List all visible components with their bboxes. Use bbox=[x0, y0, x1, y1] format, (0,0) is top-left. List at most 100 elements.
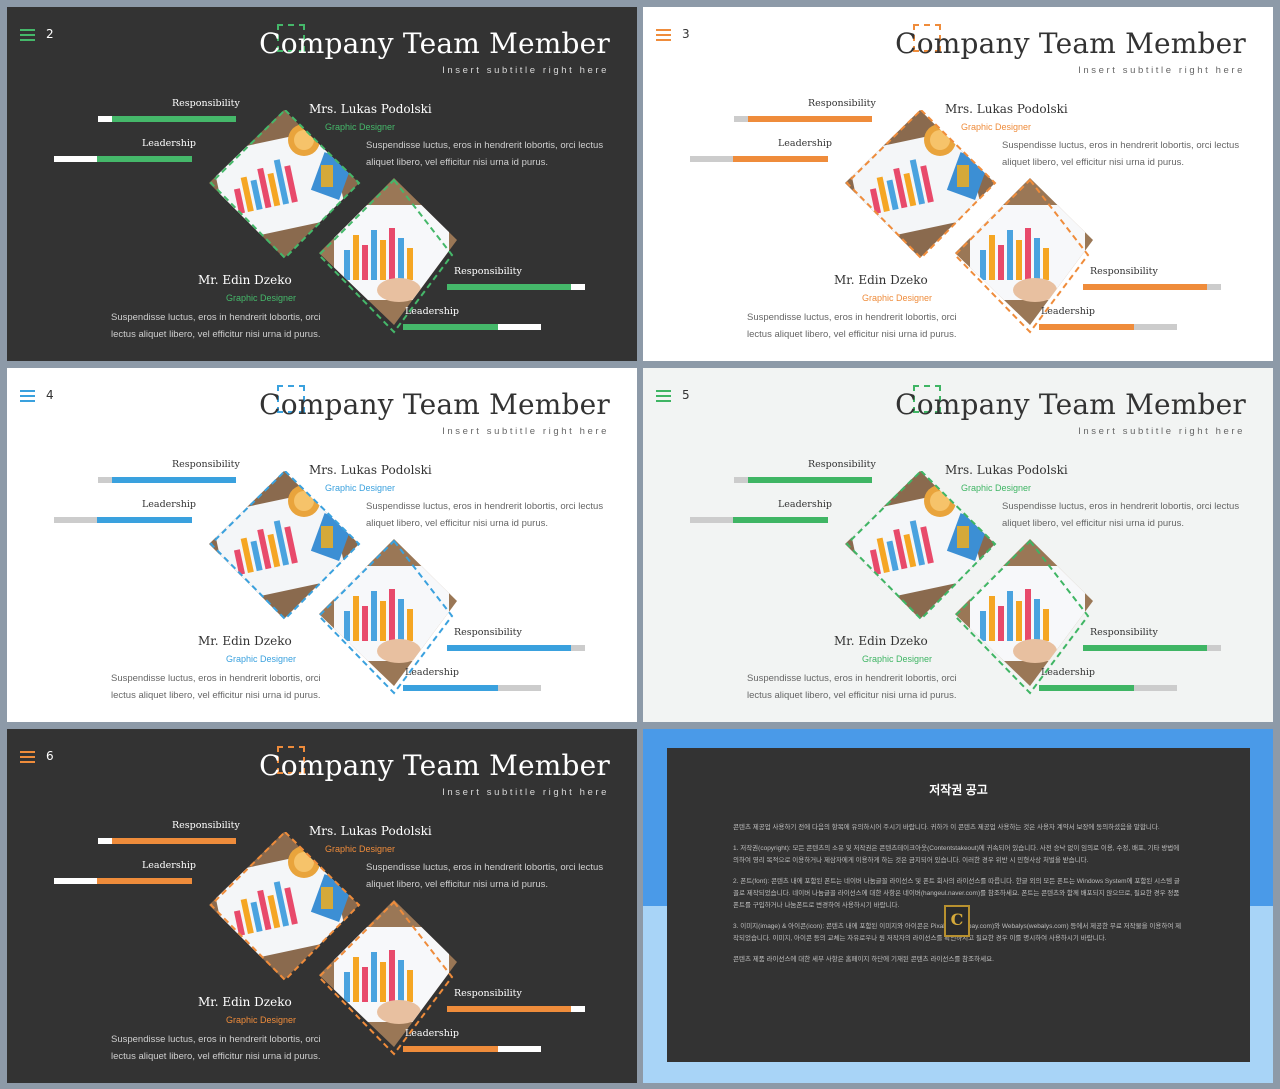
responsibility-bar bbox=[1083, 284, 1221, 290]
leadership-bar bbox=[690, 517, 828, 523]
member-name: Mr. Edin Dzeko bbox=[198, 273, 292, 287]
member-name: Mrs. Lukas Podolski bbox=[945, 102, 1068, 116]
slide-title: Company Team Member bbox=[895, 388, 1246, 421]
leadership-label: Leadership bbox=[405, 667, 459, 678]
leadership-bar bbox=[1039, 324, 1177, 330]
responsibility-bar-fill bbox=[112, 838, 236, 844]
leadership-bar bbox=[403, 685, 541, 691]
copyright-title: 저작권 공고 bbox=[929, 783, 988, 797]
menu-icon[interactable] bbox=[20, 29, 35, 41]
member-description: Suspendisse luctus, eros in hendrerit lo… bbox=[111, 673, 321, 701]
member-role: Graphic Designer bbox=[226, 654, 297, 664]
leadership-label: Leadership bbox=[405, 1028, 459, 1039]
title-accent-box bbox=[913, 385, 941, 413]
member-name: Mrs. Lukas Podolski bbox=[945, 463, 1068, 477]
member-description: Suspendisse luctus, eros in hendrerit lo… bbox=[1002, 501, 1240, 529]
responsibility-bar-fill bbox=[748, 477, 872, 483]
member-description: Suspendisse luctus, eros in hendrerit lo… bbox=[1002, 140, 1240, 168]
page-number: 2 bbox=[46, 27, 54, 41]
menu-icon[interactable] bbox=[20, 390, 35, 402]
team-slide: 4 Company Team Member Insert subtitle ri… bbox=[7, 368, 637, 722]
leadership-label: Leadership bbox=[142, 138, 196, 149]
responsibility-label: Responsibility bbox=[172, 820, 240, 831]
title-accent-box bbox=[277, 746, 305, 774]
leadership-bar-fill bbox=[733, 517, 828, 523]
slide-title: Company Team Member bbox=[259, 388, 610, 421]
member-name: Mrs. Lukas Podolski bbox=[309, 824, 432, 838]
slide-title: Company Team Member bbox=[259, 749, 610, 782]
member-role: Graphic Designer bbox=[325, 844, 396, 854]
leadership-label: Leadership bbox=[1041, 306, 1095, 317]
responsibility-label: Responsibility bbox=[1090, 627, 1158, 638]
team-slide: 6 Company Team Member Insert subtitle ri… bbox=[7, 729, 637, 1083]
responsibility-bar bbox=[447, 645, 585, 651]
leadership-label: Leadership bbox=[778, 499, 832, 510]
leadership-bar-fill bbox=[733, 156, 828, 162]
member-description: Suspendisse luctus, eros in hendrerit lo… bbox=[366, 862, 604, 890]
leadership-bar-fill bbox=[97, 517, 192, 523]
copyright-paragraph: 1. 저작권(copyright): 모든 콘텐츠의 소유 및 저작권은 콘텐츠… bbox=[733, 845, 1180, 864]
slide-subtitle: Insert subtitle right here bbox=[442, 787, 609, 798]
responsibility-bar bbox=[734, 477, 872, 483]
slide-subtitle: Insert subtitle right here bbox=[1078, 65, 1245, 76]
slide-title: Company Team Member bbox=[895, 27, 1246, 60]
copyright-body: 콘텐츠 제공업 사용하기 전에 다음의 항목에 유의하시어 주시기 바랍니다. … bbox=[733, 822, 1185, 975]
copyright-panel: 저작권 공고 콘텐츠 제공업 사용하기 전에 다음의 항목에 유의하시어 주시기… bbox=[667, 748, 1250, 1062]
member-description: Suspendisse luctus, eros in hendrerit lo… bbox=[111, 1034, 321, 1062]
leadership-label: Leadership bbox=[1041, 667, 1095, 678]
responsibility-bar bbox=[447, 284, 585, 290]
leadership-bar-fill bbox=[97, 878, 192, 884]
responsibility-label: Responsibility bbox=[172, 459, 240, 470]
menu-icon[interactable] bbox=[656, 390, 671, 402]
leadership-label: Leadership bbox=[778, 138, 832, 149]
responsibility-bar-fill bbox=[748, 116, 872, 122]
member-role: Graphic Designer bbox=[226, 293, 297, 303]
leadership-bar bbox=[403, 324, 541, 330]
title-accent-box bbox=[277, 24, 305, 52]
slide-subtitle: Insert subtitle right here bbox=[442, 426, 609, 437]
member-name: Mr. Edin Dzeko bbox=[198, 995, 292, 1009]
member-description: Suspendisse luctus, eros in hendrerit lo… bbox=[747, 312, 957, 340]
responsibility-bar-fill bbox=[112, 477, 236, 483]
title-accent-box bbox=[277, 385, 305, 413]
responsibility-bar bbox=[98, 838, 236, 844]
menu-icon[interactable] bbox=[20, 751, 35, 763]
responsibility-label: Responsibility bbox=[454, 266, 522, 277]
responsibility-label: Responsibility bbox=[1090, 266, 1158, 277]
page-number: 5 bbox=[682, 388, 690, 402]
responsibility-label: Responsibility bbox=[808, 459, 876, 470]
responsibility-bar-fill bbox=[447, 1006, 571, 1012]
leadership-bar bbox=[690, 156, 828, 162]
team-slide: 2 Company Team Member Insert subtitle ri… bbox=[7, 7, 637, 361]
responsibility-label: Responsibility bbox=[454, 627, 522, 638]
leadership-bar bbox=[54, 156, 192, 162]
member-role: Graphic Designer bbox=[325, 122, 396, 132]
leadership-label: Leadership bbox=[405, 306, 459, 317]
slide-subtitle: Insert subtitle right here bbox=[442, 65, 609, 76]
page-number: 6 bbox=[46, 749, 54, 763]
team-photo-diamonds bbox=[209, 471, 457, 695]
page-number: 3 bbox=[682, 27, 690, 41]
member-name: Mrs. Lukas Podolski bbox=[309, 102, 432, 116]
responsibility-label: Responsibility bbox=[808, 98, 876, 109]
leadership-bar bbox=[403, 1046, 541, 1052]
team-photo-diamonds bbox=[845, 471, 1093, 695]
slide-subtitle: Insert subtitle right here bbox=[1078, 426, 1245, 437]
team-photo-diamonds bbox=[209, 110, 457, 334]
member-name: Mr. Edin Dzeko bbox=[198, 634, 292, 648]
responsibility-bar-fill bbox=[112, 116, 236, 122]
leadership-bar-fill bbox=[403, 324, 498, 330]
leadership-label: Leadership bbox=[142, 499, 196, 510]
member-name: Mr. Edin Dzeko bbox=[834, 273, 928, 287]
member-role: Graphic Designer bbox=[961, 483, 1032, 493]
responsibility-bar bbox=[447, 1006, 585, 1012]
page-number: 4 bbox=[46, 388, 54, 402]
member-description: Suspendisse luctus, eros in hendrerit lo… bbox=[366, 140, 604, 168]
copyright-paragraph: 2. 폰트(font): 콘텐츠 내에 포함된 폰트는 네이버 나눔글꼴 라이선… bbox=[733, 878, 1180, 909]
member-role: Graphic Designer bbox=[862, 293, 933, 303]
leadership-bar bbox=[54, 517, 192, 523]
responsibility-bar bbox=[98, 116, 236, 122]
menu-icon[interactable] bbox=[656, 29, 671, 41]
leadership-bar bbox=[54, 878, 192, 884]
member-description: Suspendisse luctus, eros in hendrerit lo… bbox=[111, 312, 321, 340]
